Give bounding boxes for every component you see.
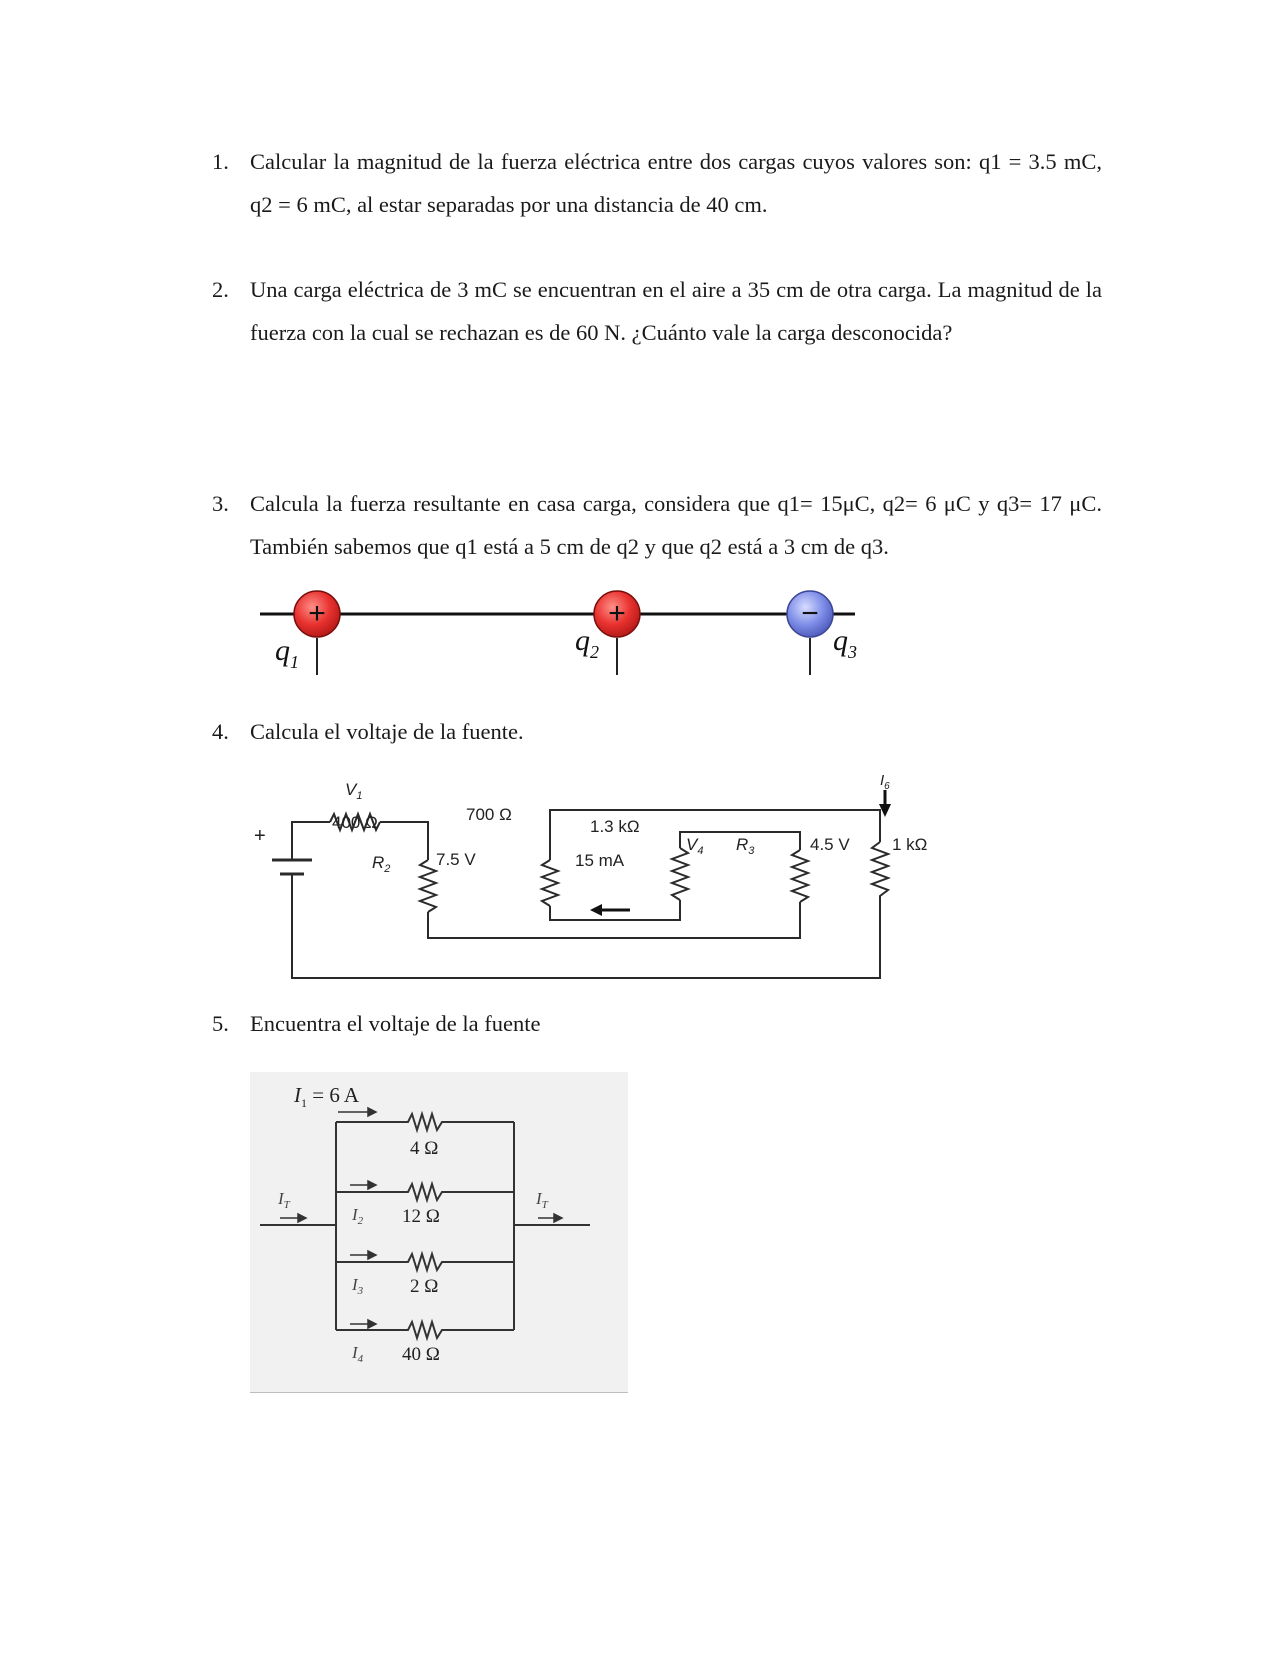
i4-label: I4	[351, 1343, 364, 1365]
question-text: Calcula el voltaje de la fuente.	[250, 719, 524, 744]
circuit-5-panel: I1 = 6 A 4 Ω 12 Ω 2 Ω 40 Ω IT IT I2 I3 I…	[250, 1072, 628, 1393]
i2-label: I2	[351, 1205, 364, 1227]
charge-q3: −	[786, 590, 834, 638]
r13k-label: 1.3 kΩ	[590, 817, 640, 836]
v1-label: V1	[345, 780, 362, 802]
charge-q1: +	[293, 590, 341, 638]
r-12ohm-label: 12 Ω	[402, 1206, 440, 1227]
circuit-4-diagram: V1 400 Ω + R2 7.5 V 700 Ω 1.3 kΩ 15 mA V…	[254, 772, 927, 979]
v75-label: 7.5 V	[436, 850, 476, 869]
i3-label: I3	[351, 1275, 364, 1297]
charge-q2: +	[593, 590, 641, 638]
question-5: 5. Encuentra el voltaje de la fuente	[212, 1002, 1102, 1045]
r-4ohm-label: 4 Ω	[410, 1138, 438, 1159]
question-4: 4. Calcula el voltaje de la fuente.	[212, 710, 1102, 753]
q3-label: q3	[833, 624, 857, 662]
question-2: 2. Una carga eléctrica de 3 mC se encuen…	[212, 268, 1102, 354]
question-text: Encuentra el voltaje de la fuente	[250, 1011, 541, 1036]
circuit-5-diagram: I1 = 6 A 4 Ω 12 Ω 2 Ω 40 Ω IT IT I2 I3 I…	[260, 1083, 590, 1365]
question-number: 4.	[212, 719, 229, 744]
r2-label: R2	[372, 853, 390, 875]
it-left-label: IT	[277, 1189, 291, 1211]
question-number: 5.	[212, 1011, 229, 1036]
question-text: Una carga eléctrica de 3 mC se encuentra…	[250, 277, 1102, 345]
question-number: 3.	[212, 491, 229, 516]
r-2ohm-label: 2 Ω	[410, 1276, 438, 1297]
i15-label: 15 mA	[575, 851, 625, 870]
r400-label: 400 Ω	[332, 813, 378, 832]
question-text: Calcular la magnitud de la fuerza eléctr…	[250, 149, 1102, 217]
svg-text:+: +	[608, 597, 626, 630]
battery-plus: +	[254, 825, 266, 847]
r1k-label: 1 kΩ	[892, 835, 927, 854]
question-1: 1. Calcular la magnitud de la fuerza elé…	[212, 140, 1102, 226]
q1-label: q1	[275, 634, 299, 672]
question-3: 3. Calcula la fuerza resultante en casa …	[212, 482, 1102, 568]
charges-figure: + + − q1 q2 q3	[260, 590, 857, 675]
v4-label: V4	[686, 835, 703, 857]
q2-label: q2	[575, 624, 599, 662]
svg-text:+: +	[308, 597, 326, 630]
question-number: 1.	[212, 149, 229, 174]
i6-label: I6	[880, 772, 890, 792]
r700-label: 700 Ω	[466, 805, 512, 824]
question-number: 2.	[212, 277, 229, 302]
svg-text:−: −	[801, 597, 819, 630]
r-40ohm-label: 40 Ω	[402, 1344, 440, 1365]
question-text: Calcula la fuerza resultante en casa car…	[250, 491, 1102, 559]
r3-label: R3	[736, 835, 755, 857]
i1-label: I1 = 6 A	[293, 1083, 360, 1110]
it-right-label: IT	[535, 1189, 549, 1211]
v45-label: 4.5 V	[810, 835, 850, 854]
